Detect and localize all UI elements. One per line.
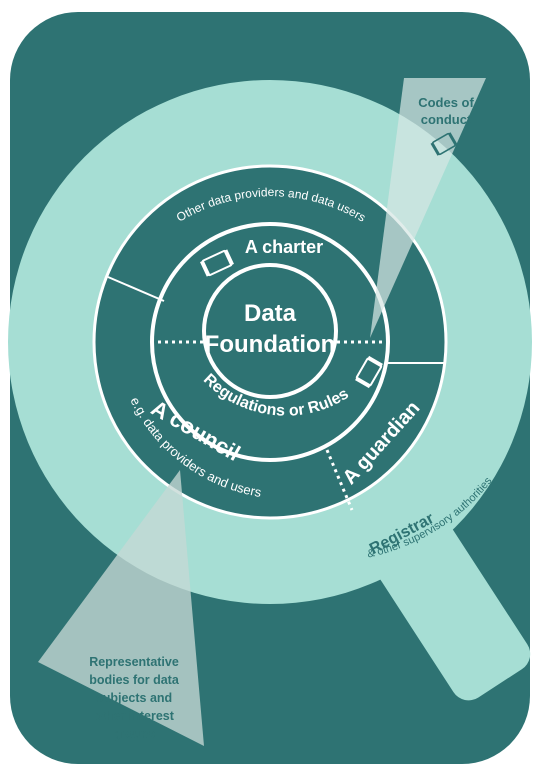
codes-scroll-icon	[430, 132, 458, 156]
regulations-scroll-icon	[355, 355, 383, 389]
representative-label: Representative bodies for data subjects …	[89, 655, 180, 741]
foundation-label-line2: Foundation	[205, 331, 336, 358]
representative-line-2: bodies for data	[89, 673, 180, 687]
charter-scroll-icon	[200, 249, 234, 277]
representative-line-4: other interest	[94, 709, 175, 723]
representative-spotlight	[38, 470, 204, 746]
foundation-label-line1: Data	[244, 300, 297, 327]
representative-line-5: groups	[113, 727, 155, 741]
representative-line-1: Representative	[89, 655, 179, 669]
codes-spotlight	[370, 78, 486, 338]
divider-upper-left	[107, 276, 165, 302]
foundation-circle	[202, 263, 338, 399]
charter-label: A charter	[245, 237, 323, 257]
codes-label-line2: conduct	[421, 112, 472, 127]
codes-label-line1: Codes of	[418, 95, 474, 110]
representative-line-3: subjects and	[96, 691, 172, 705]
